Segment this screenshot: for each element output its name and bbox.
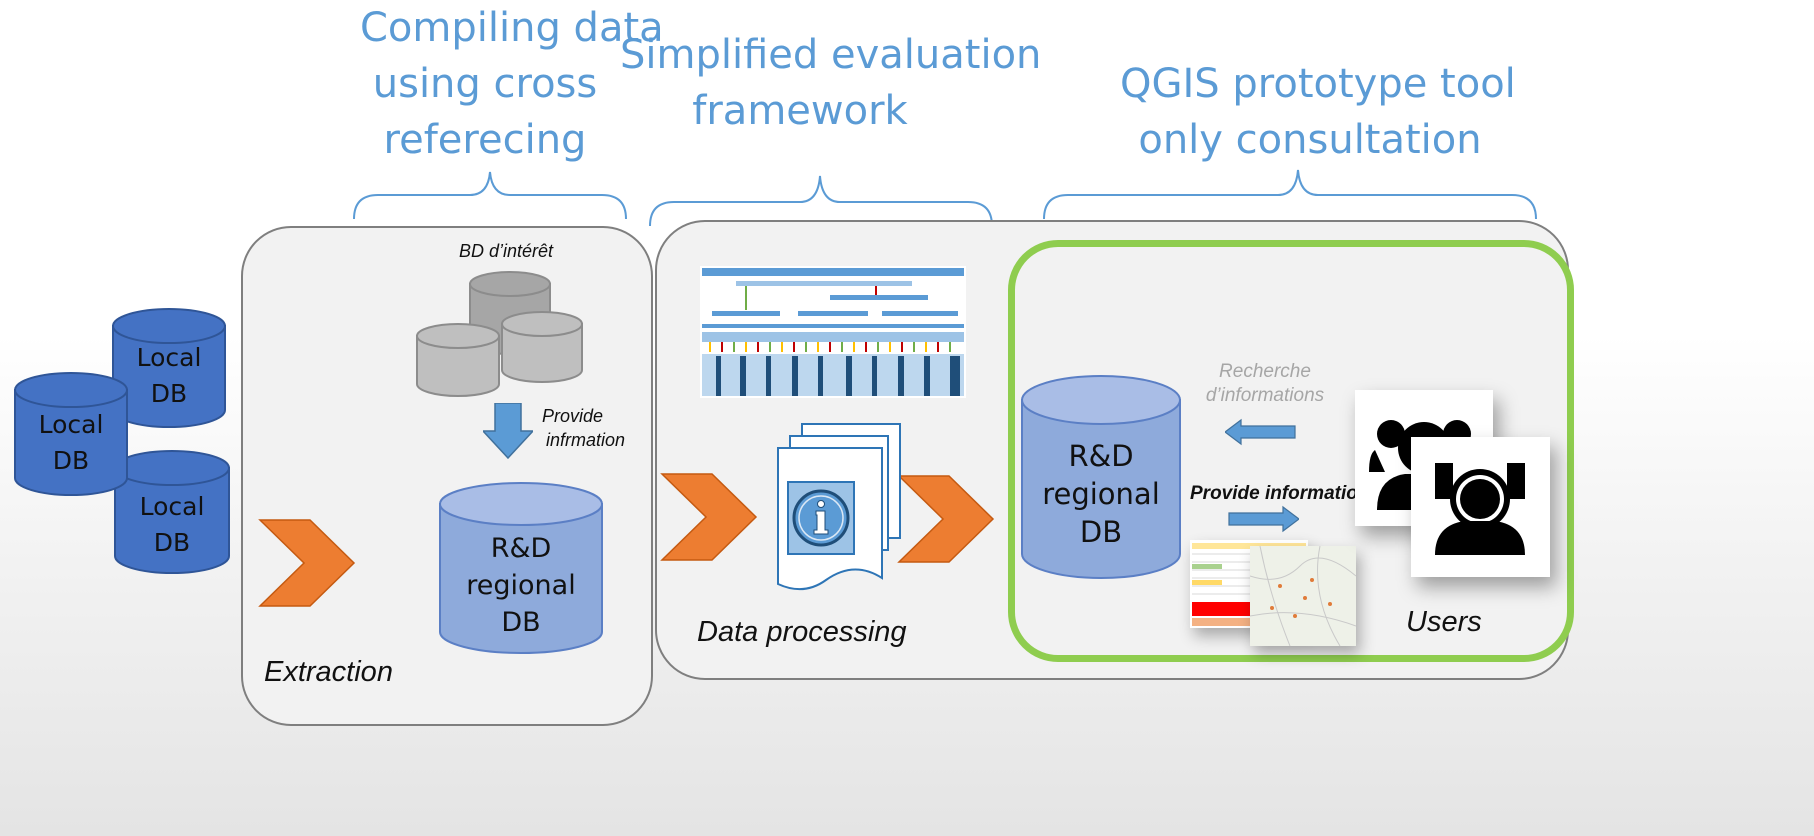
brace-simplified bbox=[649, 175, 993, 227]
consultation-frame bbox=[1008, 240, 1574, 662]
database-icon bbox=[1021, 375, 1181, 579]
database-icon bbox=[112, 308, 226, 428]
extraction-label: Extraction bbox=[264, 656, 393, 688]
left-arrow-icon bbox=[1225, 418, 1296, 446]
heading-line: referecing bbox=[383, 117, 587, 163]
bd-interet-label: BD d’intérêt bbox=[459, 241, 554, 261]
evaluation-framework-thumbnail bbox=[700, 266, 966, 398]
database-icon bbox=[501, 311, 583, 383]
chevron-icon bbox=[258, 519, 356, 607]
recherche-informations-label: Recherche d’informations bbox=[1205, 361, 1325, 406]
database-icon bbox=[14, 372, 128, 496]
heading-qgis-tool: QGIS prototype tool only consultation bbox=[1120, 56, 1516, 168]
regional-db-label: R&D regional DB bbox=[466, 533, 576, 638]
heading-line: Simplified evaluation bbox=[620, 32, 1042, 78]
regional-db-consultation bbox=[1021, 375, 1181, 579]
database-icon bbox=[114, 450, 230, 574]
users-label: Users bbox=[1406, 606, 1482, 638]
provide-information-label: Provide information bbox=[1190, 483, 1370, 504]
database-icon bbox=[416, 323, 500, 397]
users-group-icon bbox=[1435, 463, 1525, 555]
heading-line: framework bbox=[692, 88, 908, 134]
regional-db-extraction bbox=[439, 482, 603, 654]
user-card bbox=[1411, 437, 1550, 577]
heading-simplified-framework: Simplified evaluation framework bbox=[620, 27, 1042, 139]
provide-information-label: Provide infrmation bbox=[542, 406, 626, 450]
heading-line: QGIS prototype tool bbox=[1120, 61, 1516, 107]
down-arrow-icon bbox=[483, 403, 533, 459]
gray-db-group bbox=[416, 271, 583, 397]
info-icon bbox=[792, 489, 850, 547]
local-db-label: Local DB bbox=[139, 492, 205, 557]
documents-info-icon bbox=[777, 423, 901, 591]
map-thumbnail bbox=[1250, 546, 1356, 646]
right-arrow-icon bbox=[1228, 505, 1299, 533]
chevron-icon bbox=[660, 473, 758, 561]
database-icon bbox=[439, 482, 603, 654]
local-db-label: Local DB bbox=[38, 410, 104, 475]
data-processing-label: Data processing bbox=[697, 616, 907, 648]
chevron-icon bbox=[897, 475, 995, 563]
local-db-label: Local DB bbox=[136, 343, 202, 408]
brace-compiling bbox=[353, 171, 627, 220]
brace-qgis bbox=[1043, 169, 1537, 220]
curly-braces bbox=[353, 169, 1537, 227]
heading-line: only consultation bbox=[1138, 117, 1482, 163]
local-db-group bbox=[14, 308, 230, 574]
heading-line: using cross bbox=[372, 61, 598, 107]
regional-db-label: R&D regional DB bbox=[1042, 439, 1160, 549]
